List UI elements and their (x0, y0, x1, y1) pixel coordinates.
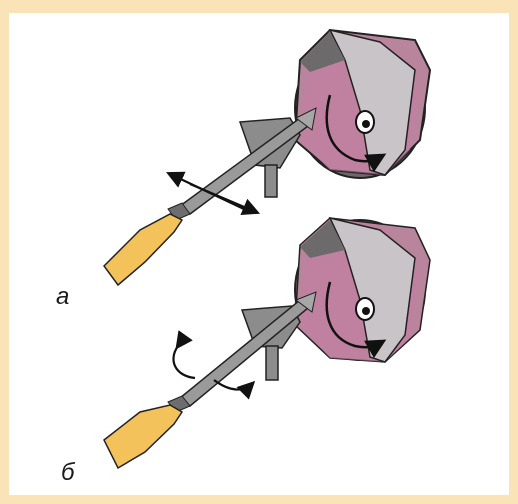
panel-b (104, 218, 430, 468)
grinding-wheel-a (295, 30, 430, 178)
grinding-wheel-b (295, 218, 430, 362)
panel-label-a: а (56, 283, 69, 311)
chisel-a (104, 108, 316, 285)
chisel-b (104, 292, 316, 468)
panel-label-b: б (61, 459, 75, 487)
